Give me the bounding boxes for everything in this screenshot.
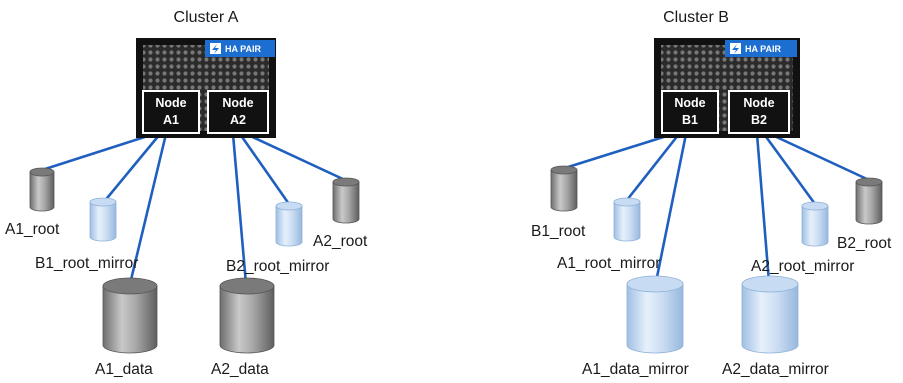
cluster-a: Cluster A HA PAIR Node A1 Node	[5, 9, 368, 378]
cluster-b: Cluster B HA PAIR Node B1 Node	[531, 9, 892, 378]
disk-a2-data-mirror	[741, 275, 799, 354]
cluster-a-connections	[41, 132, 346, 285]
disk-label-a2-root: A2_root	[313, 233, 368, 250]
disk-a2-root	[332, 177, 360, 224]
disk-label-a1-data: A1_data	[95, 361, 153, 378]
link-a2-root-mirror	[762, 133, 817, 205]
ha-pair-label: HA PAIR	[745, 44, 782, 54]
node-b2: Node B2	[728, 90, 790, 134]
node-a2: Node A2	[207, 90, 269, 134]
cluster-b-connections	[564, 132, 870, 283]
node-a2-line1: Node	[222, 96, 253, 110]
disk-a1-root-mirror	[613, 197, 641, 242]
node-b2-line1: Node	[743, 96, 774, 110]
disk-label-b2-root: B2_root	[837, 235, 892, 252]
disk-label-a2-data-mirror: A2_data_mirror	[722, 361, 829, 378]
disk-label-a1-root: A1_root	[5, 221, 60, 238]
disk-label-b1-root-mirror: B1_root_mirror	[35, 255, 138, 272]
ha-pair-label: HA PAIR	[225, 44, 262, 54]
link-a2-data	[231, 133, 248, 285]
node-a1-line2: A1	[163, 113, 179, 127]
link-b1-root	[564, 132, 674, 170]
disk-b2-root-mirror	[275, 201, 303, 247]
node-b1-line2: B1	[682, 113, 698, 127]
disk-label-a2-root-mirror: A2_root_mirror	[751, 258, 854, 275]
disk-b1-root-mirror	[89, 197, 117, 242]
disk-label-a1-root-mirror: A1_root_mirror	[557, 255, 660, 272]
disk-b1-root	[550, 165, 578, 212]
disk-label-b1-root: B1_root	[531, 223, 586, 240]
disk-a1-root	[29, 167, 55, 212]
disk-a1-data	[102, 277, 158, 354]
link-a2-root	[245, 132, 346, 182]
node-a1-line1: Node	[155, 96, 186, 110]
link-a1-data	[128, 133, 168, 285]
ha-pair-chassis-a: HA PAIR Node A1 Node A2	[136, 38, 276, 138]
node-b1: Node B1	[661, 90, 719, 134]
node-a1: Node A1	[142, 90, 200, 134]
disk-a2-root-mirror	[801, 201, 829, 247]
disk-a1-data-mirror	[626, 275, 684, 354]
node-b2-line2: B2	[751, 113, 767, 127]
link-b2-root	[769, 132, 870, 182]
cluster-b-title: Cluster B	[663, 9, 729, 26]
node-b1-line1: Node	[674, 96, 705, 110]
disk-label-b2-root-mirror: B2_root_mirror	[226, 258, 329, 275]
cluster-a-title: Cluster A	[174, 9, 239, 26]
link-a1-data-mirror	[654, 133, 688, 283]
disk-a2-data	[219, 277, 275, 354]
disk-label-a1-data-mirror: A1_data_mirror	[582, 361, 689, 378]
node-a2-line2: A2	[230, 113, 246, 127]
link-a2-data-mirror	[755, 133, 771, 283]
link-a1-root-mirror	[625, 133, 681, 201]
ha-pair-badge	[725, 40, 797, 57]
link-a1-root	[41, 132, 155, 172]
link-b1-root-mirror	[101, 133, 162, 204]
disk-label-a2-data: A2_data	[211, 361, 269, 378]
ha-pair-badge	[205, 40, 275, 57]
ha-pair-chassis-b: HA PAIR Node B1 Node B2	[654, 38, 800, 138]
link-b2-root-mirror	[238, 133, 291, 205]
disk-b2-root	[855, 177, 883, 225]
